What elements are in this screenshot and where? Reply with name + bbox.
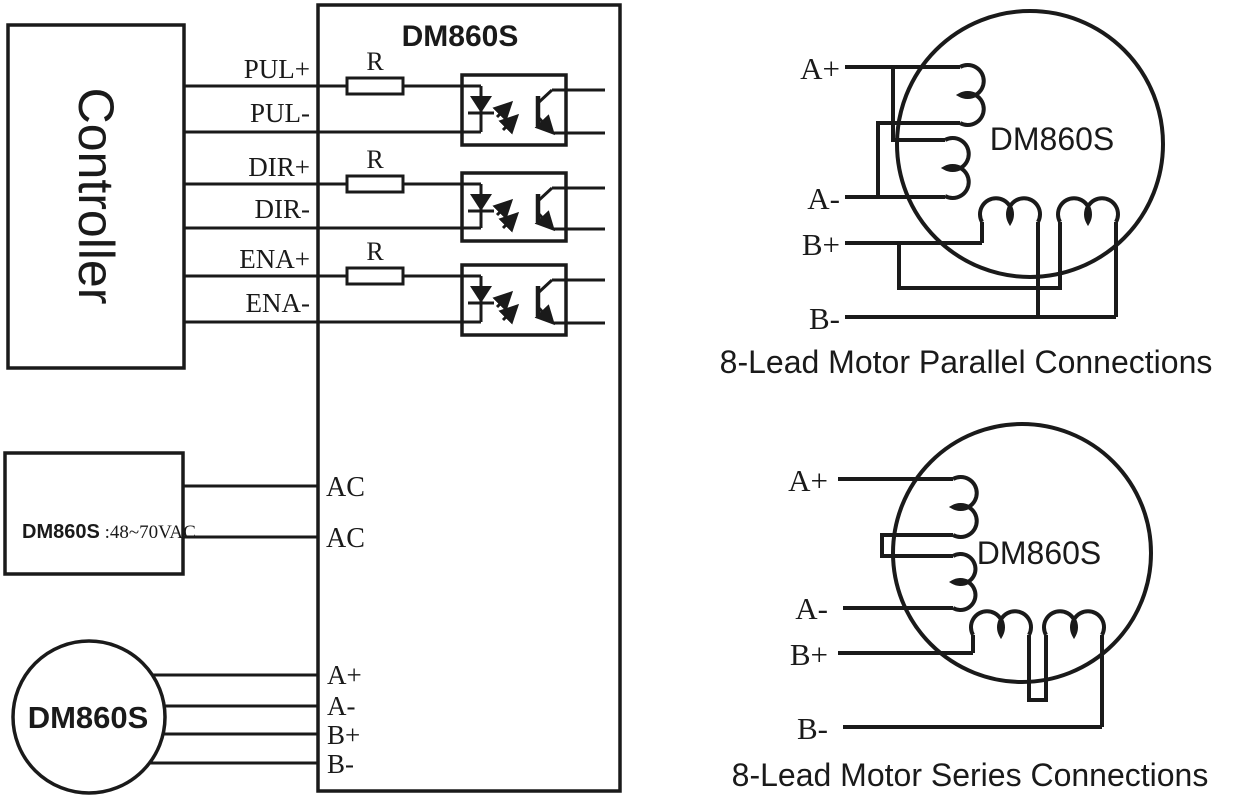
- series-motor-circle: [891, 422, 1153, 684]
- series-a-plus-label: A+: [788, 463, 828, 498]
- ena-light-arrow-icon: [492, 290, 514, 312]
- dir-channel: R: [184, 145, 605, 243]
- parallel-b-minus-label: B-: [809, 301, 840, 336]
- ena-resistor: [345, 266, 405, 286]
- pul-resistor-label: R: [366, 47, 384, 76]
- series-b-plus-label: B+: [790, 637, 828, 672]
- pul-collector: [536, 88, 554, 105]
- series-caption: 8-Lead Motor Series Connections: [732, 757, 1209, 793]
- ena-optocoupler-box: [460, 263, 568, 337]
- power-supply-label: DM860S :48~70VAC: [22, 521, 196, 543]
- dir-resistor: [345, 174, 405, 194]
- dir-plus-label: DIR+: [248, 152, 310, 182]
- series-a-junction: [880, 533, 953, 558]
- parallel-a-plus-branch: [891, 67, 945, 142]
- pul-optocoupler-box: [460, 73, 568, 147]
- controller-label: Controller: [68, 88, 124, 305]
- power-supply-box: [3, 451, 185, 576]
- dir-resistor-label: R: [366, 145, 384, 174]
- dir-collector: [536, 186, 554, 203]
- ena-led-triangle-icon: [470, 286, 492, 303]
- ena-light-arrow2-icon: [498, 303, 520, 325]
- dir-minus-label: DIR-: [255, 194, 311, 224]
- ac-terminal-2: AC: [326, 523, 365, 554]
- ena-minus-label: ENA-: [246, 288, 310, 318]
- pul-light-arrow-icon: [492, 100, 514, 122]
- parallel-caption: 8-Lead Motor Parallel Connections: [720, 344, 1213, 380]
- pul-minus-label: PUL-: [250, 98, 310, 128]
- parallel-a1-return: [876, 121, 960, 197]
- series-b-minus-label: B-: [797, 711, 828, 746]
- dir-light-arrow-icon: [492, 198, 514, 220]
- parallel-coil-a2: [940, 136, 971, 200]
- controller-box: [6, 23, 186, 370]
- terminal-b-minus: B-: [327, 749, 354, 779]
- ena-plus-label: ENA+: [239, 244, 310, 274]
- ena-emitter: [534, 304, 556, 326]
- parallel-b-plus-branch: [897, 222, 1062, 290]
- pul-channel: R: [184, 47, 605, 147]
- series-b-junction: [1027, 635, 1048, 702]
- parallel-b-plus-label: B+: [802, 227, 840, 262]
- series-motor-label: DM860S: [977, 535, 1102, 571]
- pul-plus-label: PUL+: [244, 54, 310, 84]
- parallel-connections-section: DM860S A+ A- B+ B- 8-Lead Motor Parallel…: [720, 9, 1213, 380]
- series-coil-a2: [948, 552, 978, 612]
- parallel-a-minus-label: A-: [807, 181, 840, 216]
- ena-channel: R: [184, 237, 605, 337]
- parallel-motor-circle: [895, 9, 1165, 279]
- motor-circle: [11, 639, 167, 795]
- parallel-coil-a1: [955, 63, 986, 127]
- parallel-a-plus-label: A+: [800, 51, 840, 86]
- terminal-b-plus: B+: [327, 720, 360, 750]
- dir-led-triangle-icon: [470, 194, 492, 211]
- series-coil-b1: [969, 609, 1033, 640]
- parallel-coil-b2: [1056, 196, 1120, 227]
- parallel-coil-b1: [978, 196, 1042, 227]
- driver-title: DM860S: [402, 20, 519, 53]
- parallel-motor-label: DM860S: [990, 121, 1115, 157]
- driver-wiring-section: Controller DM860S PUL+ PUL- DIR+ DIR- EN…: [3, 3, 622, 795]
- series-connections-section: DM860S A+ A- B+ B- 8-Lead Motor Series C…: [732, 422, 1209, 793]
- ena-collector: [536, 278, 554, 295]
- dir-emitter: [534, 210, 556, 232]
- ena-resistor-label: R: [366, 237, 384, 266]
- power-supply-spec: :48~70VAC: [100, 522, 196, 543]
- power-supply-name: DM860S: [22, 521, 100, 543]
- series-a-minus-label: A-: [795, 591, 828, 626]
- pul-resistor: [345, 76, 405, 96]
- pul-light-arrow2-icon: [498, 113, 520, 135]
- dir-light-arrow2-icon: [498, 211, 520, 233]
- dir-optocoupler-box: [460, 171, 568, 243]
- series-coil-b2: [1042, 609, 1106, 640]
- motor-label: DM860S: [28, 700, 149, 735]
- ac-terminal-1: AC: [326, 472, 365, 503]
- terminal-a-minus: A-: [327, 691, 356, 721]
- driver-box: [316, 3, 622, 793]
- pul-emitter: [534, 114, 556, 136]
- pul-led-triangle-icon: [470, 96, 492, 113]
- terminal-a-plus: A+: [327, 660, 362, 690]
- series-coil-a1: [948, 475, 979, 539]
